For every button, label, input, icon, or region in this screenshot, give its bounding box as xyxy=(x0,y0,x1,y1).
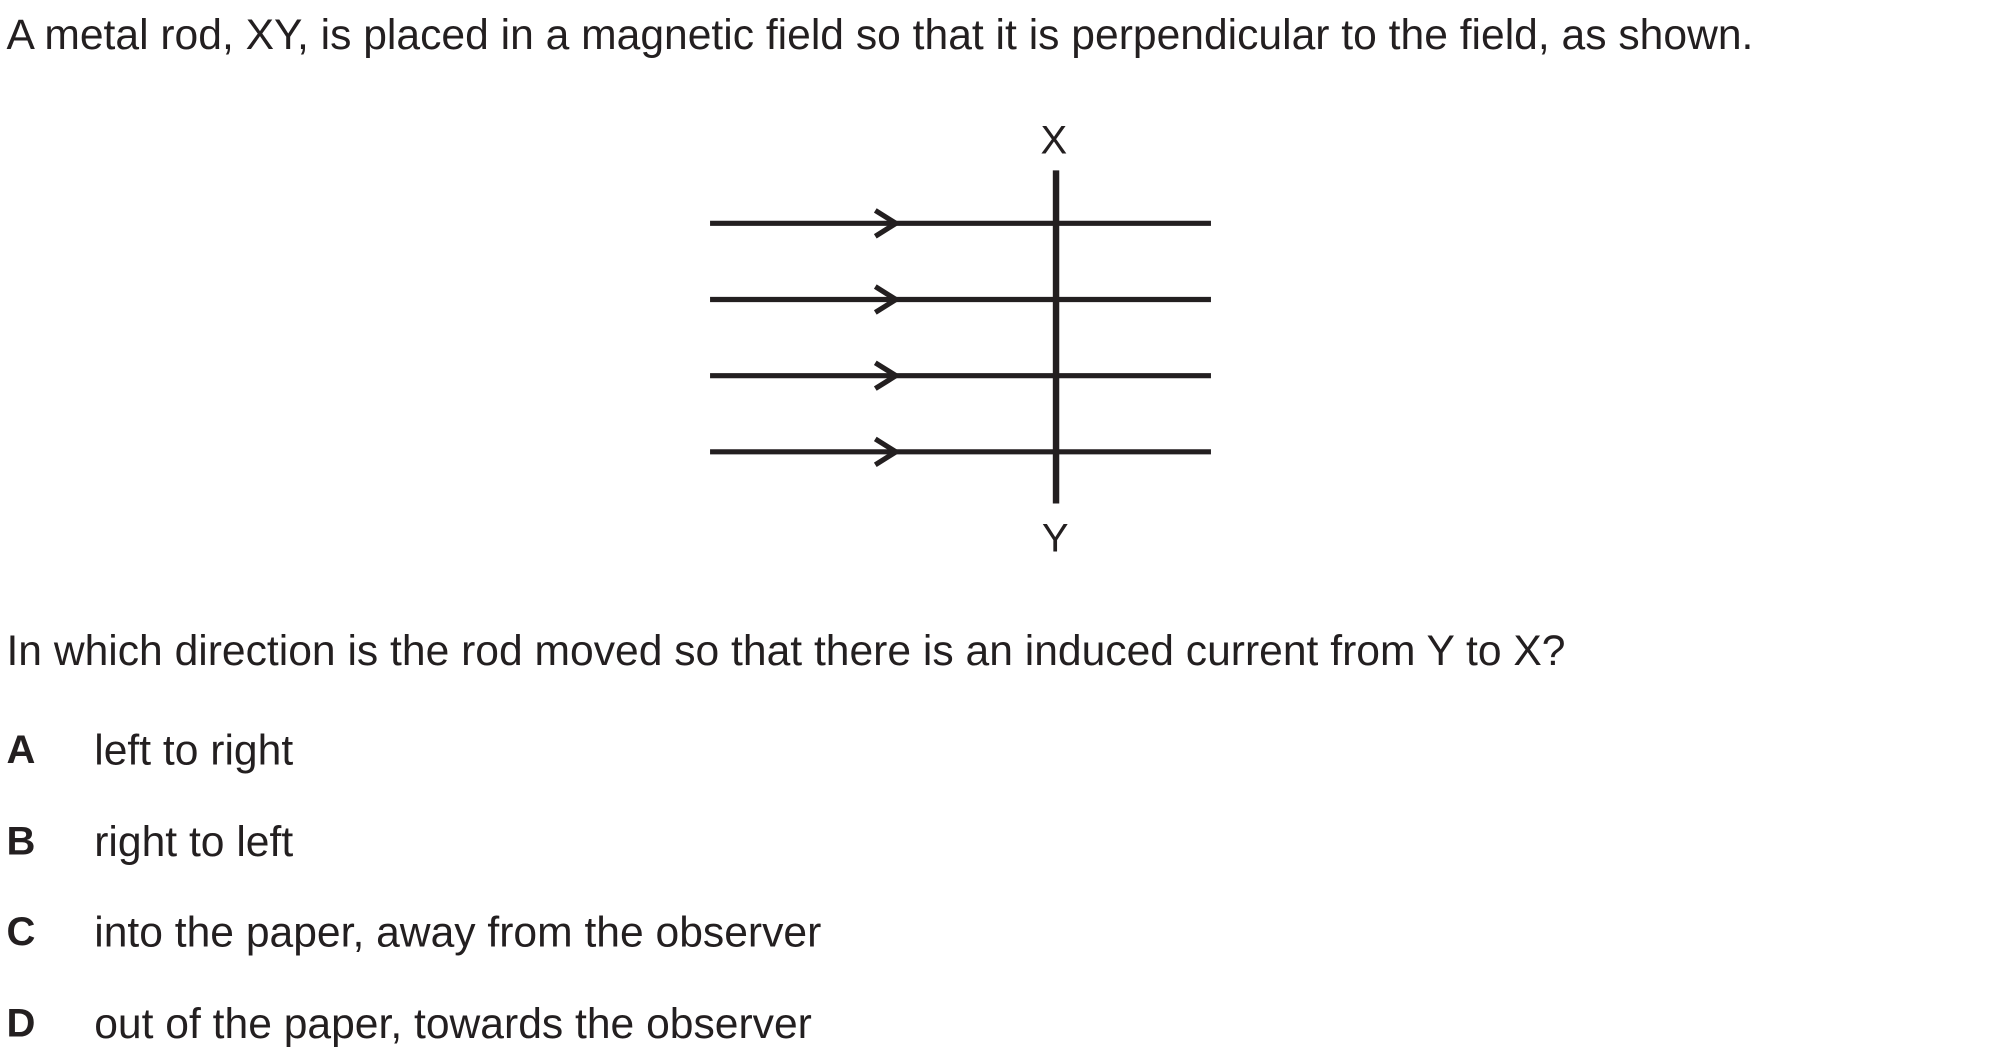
rod-label-x: X xyxy=(1040,117,1068,163)
question-prompt: In which direction is the rod moved so t… xyxy=(6,626,1566,674)
option-text: into the paper, away from the observer xyxy=(94,907,822,956)
rod-label-y: Y xyxy=(1041,515,1069,561)
option-letter: B xyxy=(6,818,36,864)
option-text: out of the paper, towards the observer xyxy=(94,999,812,1048)
option-letter: D xyxy=(6,1000,36,1046)
option-letter: C xyxy=(6,908,36,955)
option-text: right to left xyxy=(94,817,294,865)
question-intro: A metal rod, XY, is placed in a magnetic… xyxy=(6,10,1754,59)
option-text: left to right xyxy=(94,725,294,774)
field-arrow-icon xyxy=(873,360,901,391)
field-arrow-icon xyxy=(873,208,901,239)
option-letter: A xyxy=(6,726,36,773)
field-arrow-icon xyxy=(873,284,901,315)
field-arrow-icon xyxy=(873,436,901,467)
